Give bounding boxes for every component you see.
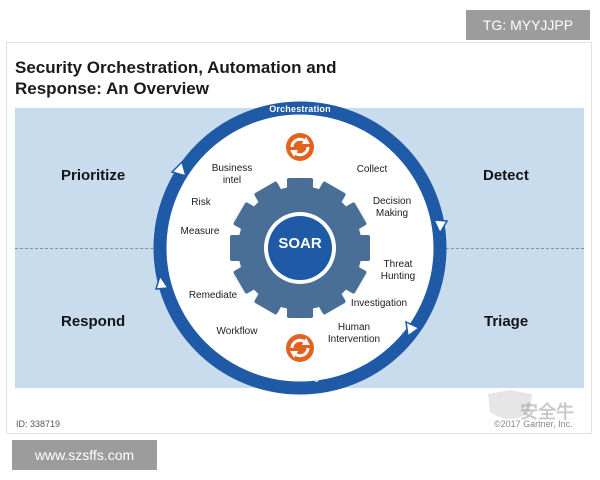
figure-title: Security Orchestration, Automation and R… bbox=[15, 58, 337, 98]
quadrant-prioritize: Prioritize bbox=[61, 167, 126, 184]
ring-label-top: Orchestration bbox=[269, 104, 331, 114]
label-human-intervention: Human Intervention bbox=[327, 322, 381, 345]
arrowhead-left-up bbox=[170, 160, 188, 178]
tg-overlay-badge: TG: MYYJJPP bbox=[466, 10, 590, 40]
arrow-right-lower bbox=[410, 269, 443, 331]
orchestration-badge-icon bbox=[283, 130, 317, 164]
label-decision-making: Decision Making bbox=[372, 196, 412, 219]
soar-label: SOAR bbox=[278, 235, 322, 252]
quadrant-triage: Triage bbox=[484, 313, 529, 330]
gear-icon bbox=[230, 178, 370, 318]
watermark-shield-icon bbox=[488, 390, 532, 419]
site-overlay-badge: www.szsffs.com bbox=[12, 440, 157, 470]
arrowheads bbox=[154, 160, 449, 338]
soar-hub bbox=[268, 216, 332, 280]
label-collect: Collect bbox=[356, 164, 388, 175]
orchestration-ring bbox=[153, 101, 447, 395]
arrowhead-left-lower bbox=[154, 274, 170, 290]
label-workflow: Workflow bbox=[216, 326, 258, 337]
label-threat-hunting: Threat Hunting bbox=[380, 259, 416, 282]
label-measure: Measure bbox=[180, 226, 220, 237]
copyright: ©2017 Gartner, Inc. bbox=[494, 419, 573, 429]
quadrant-detect: Detect bbox=[483, 167, 529, 184]
quadrant-respond: Respond bbox=[61, 313, 126, 330]
threat-intel-badge-icon bbox=[283, 331, 317, 365]
label-business-intel: Business intel bbox=[211, 163, 253, 186]
watermark-text: 安全牛 bbox=[520, 402, 574, 422]
arrowhead-right-lower bbox=[405, 320, 421, 338]
arrowhead-right-down bbox=[432, 219, 449, 235]
label-investigation: Investigation bbox=[350, 298, 408, 309]
label-remediate: Remediate bbox=[188, 290, 238, 301]
figure-id: ID: 338719 bbox=[16, 419, 61, 429]
label-risk: Risk bbox=[191, 197, 211, 208]
